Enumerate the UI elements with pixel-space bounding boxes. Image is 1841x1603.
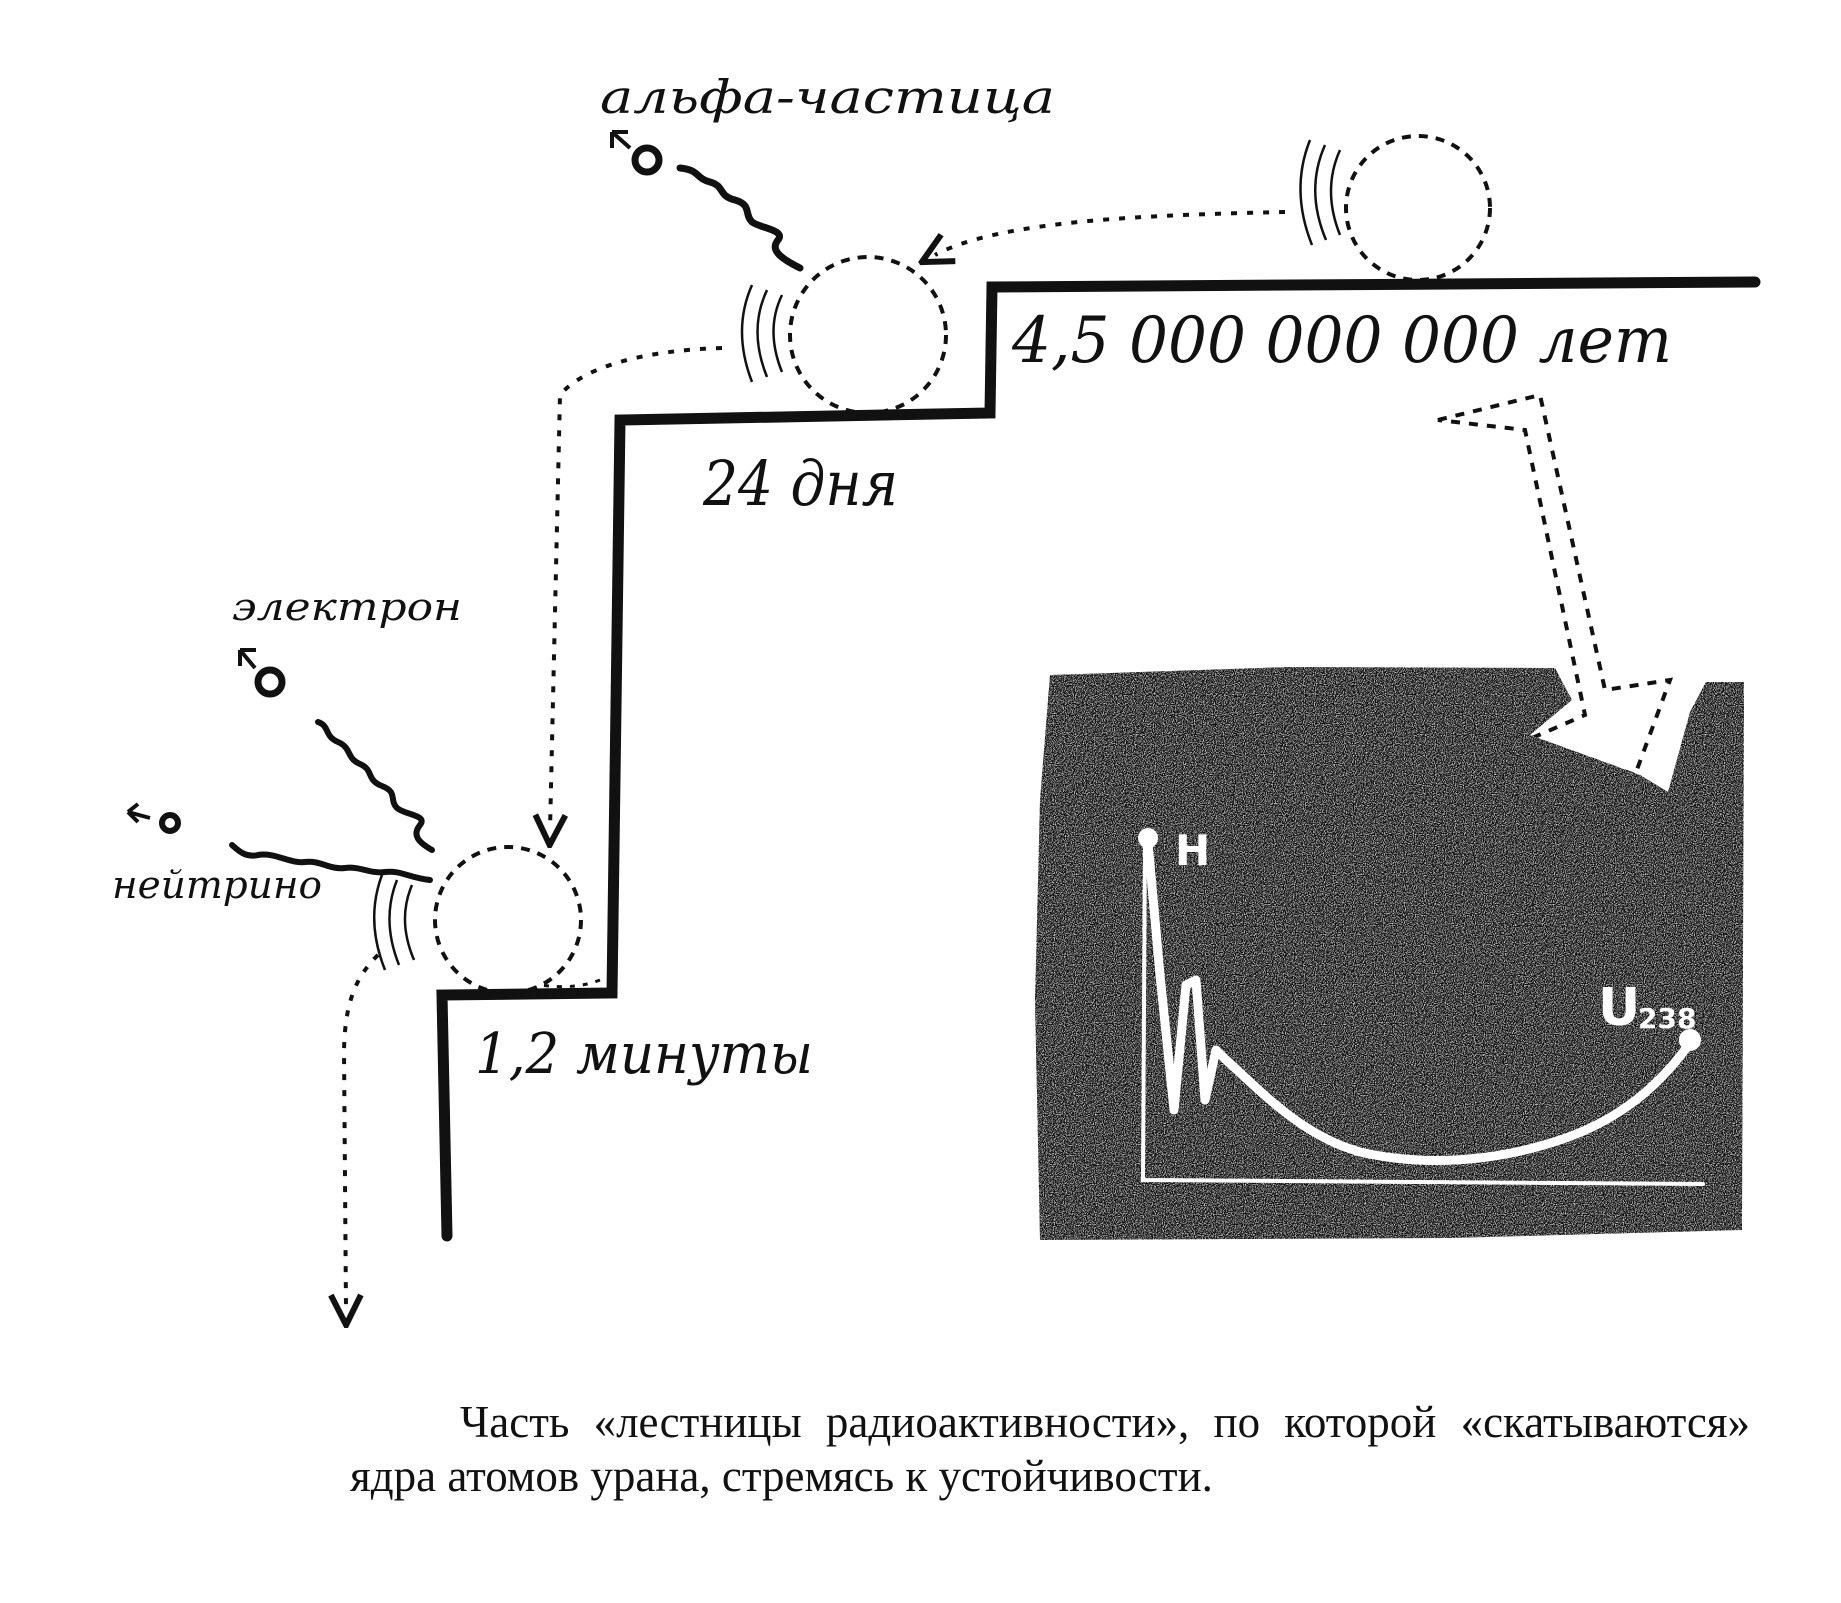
step-middle-halflife-label: 24 дня bbox=[702, 447, 898, 520]
motion-lines-top bbox=[1299, 139, 1342, 246]
uranium-point bbox=[1679, 1029, 1701, 1051]
step-bottom-halflife-label: 1,2 минуты bbox=[475, 1022, 813, 1087]
staircase-line bbox=[436, 276, 1761, 1242]
neutrino-particle bbox=[126, 802, 433, 883]
trajectory-bottom-down bbox=[344, 953, 380, 1310]
figure-caption: Часть «лестницы радиоактивности», по кот… bbox=[350, 1397, 1750, 1501]
binding-energy-curve bbox=[1143, 837, 1695, 1165]
trajectory-top-to-middle bbox=[935, 210, 1286, 255]
motion-lines-bottom bbox=[373, 874, 416, 971]
nucleus-top bbox=[1344, 134, 1492, 282]
inset-axes bbox=[1140, 833, 1705, 1186]
hydrogen-label: H bbox=[1175, 826, 1210, 875]
nucleus-bottom bbox=[433, 845, 583, 995]
alpha-particle-label: альфа-частица bbox=[600, 70, 1055, 124]
nucleus-middle bbox=[788, 255, 948, 415]
trajectory-small-step bbox=[539, 978, 601, 989]
electron-particle bbox=[238, 648, 435, 853]
alpha-particle bbox=[610, 130, 804, 272]
trajectory-middle-to-bottom bbox=[550, 346, 723, 830]
uranium-label: U bbox=[1598, 978, 1640, 1038]
hydrogen-point bbox=[1138, 828, 1158, 848]
motion-lines-middle bbox=[740, 284, 784, 383]
step-top-halflife-label: 4,5 000 000 000 лет bbox=[1011, 304, 1672, 378]
binding-energy-inset: H U 238 bbox=[1035, 667, 1744, 1240]
inset-background bbox=[1035, 667, 1744, 1240]
dashed-zoom-arrow bbox=[1437, 392, 1674, 778]
uranium-mass-subscript: 238 bbox=[1638, 1002, 1696, 1035]
electron-label: электрон bbox=[232, 585, 462, 629]
neutrino-label: нейтрино bbox=[112, 863, 322, 907]
